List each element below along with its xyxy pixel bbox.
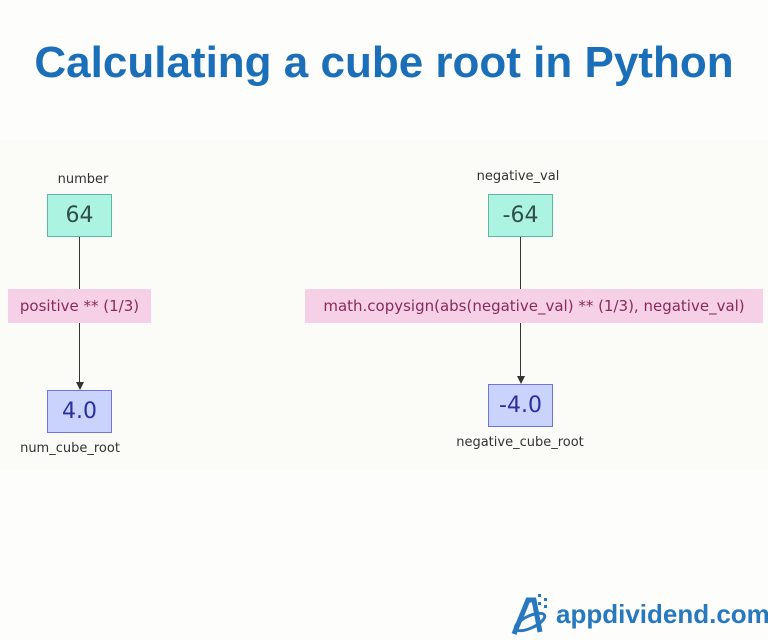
- left-edge-top: [79, 237, 80, 289]
- brand-logo: appdividend.com: [510, 592, 768, 636]
- left-input-label: number: [57, 172, 109, 187]
- right-edge-top: [520, 237, 521, 289]
- right-input-node: -64: [488, 194, 553, 237]
- left-arrow-icon: [76, 382, 84, 390]
- brand-name: appdividend.com: [556, 598, 768, 629]
- brand-logo-icon: [511, 594, 547, 635]
- right-output-label: negative_cube_root: [456, 435, 584, 450]
- left-operation-label: positive ** (1/3): [8, 289, 151, 323]
- left-output-label: num_cube_root: [20, 441, 120, 456]
- left-output-node: 4.0: [47, 390, 112, 433]
- right-arrow-icon: [517, 376, 525, 384]
- left-input-node: 64: [47, 194, 112, 237]
- right-edge-bottom: [520, 323, 521, 377]
- right-operation-label: math.copysign(abs(negative_val) ** (1/3)…: [305, 289, 763, 323]
- right-output-node: -4.0: [488, 384, 553, 427]
- right-input-label: negative_val: [476, 169, 560, 184]
- page-title: Calculating a cube root in Python: [34, 38, 734, 87]
- left-edge-bottom: [79, 323, 80, 383]
